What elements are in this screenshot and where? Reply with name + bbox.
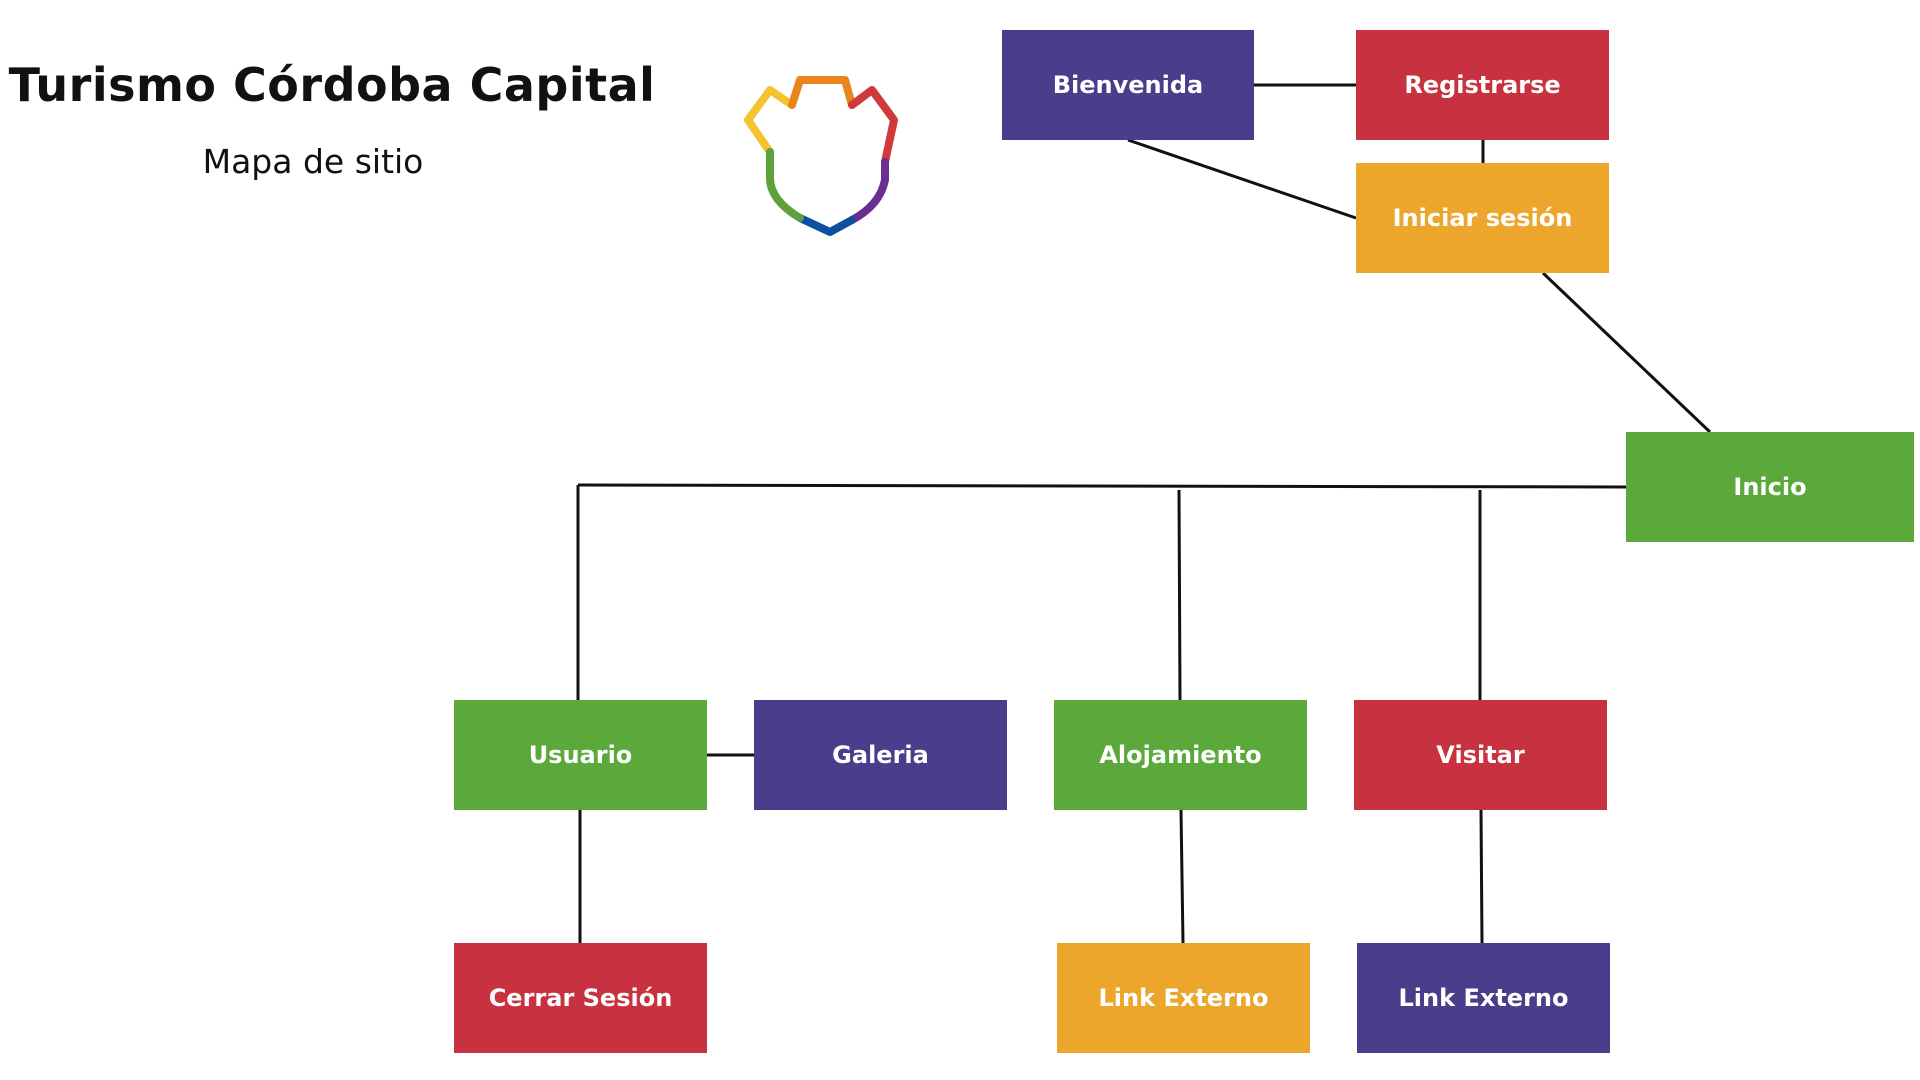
node-registrarse[interactable]: Registrarse: [1356, 30, 1609, 140]
shield-logo-segment: [744, 86, 796, 156]
page-subtitle: Mapa de sitio: [202, 142, 424, 181]
node-iniciar-sesion[interactable]: Iniciar sesión: [1356, 163, 1609, 273]
node-galeria[interactable]: Galeria: [754, 700, 1007, 810]
shield-logo-segment: [796, 214, 856, 236]
node-inicio[interactable]: Inicio: [1626, 432, 1914, 542]
node-alojamiento[interactable]: Alojamiento: [1054, 700, 1307, 810]
page-title: Turismo Córdoba Capital: [8, 58, 656, 112]
node-link-externo-visitar[interactable]: Link Externo: [1357, 943, 1610, 1053]
node-cerrar-sesion[interactable]: Cerrar Sesión: [454, 943, 707, 1053]
connector-alojamiento-link-externo: [1179, 809, 1185, 944]
connector-iniciar-sesion-inicio: [1541, 271, 1712, 434]
shield-logo-segment: [848, 86, 898, 166]
node-visitar[interactable]: Visitar: [1354, 700, 1607, 810]
connector-bus-alojamiento: [1177, 489, 1182, 701]
connector-inicio-bus: [577, 483, 1627, 489]
node-link-externo-alojamiento[interactable]: Link Externo: [1057, 943, 1310, 1053]
shield-logo-icon: [744, 76, 898, 236]
connector-visitar-link-externo: [1479, 809, 1484, 944]
shield-logo-segment: [788, 76, 856, 109]
node-usuario[interactable]: Usuario: [454, 700, 707, 810]
shield-logo-segment: [766, 148, 804, 222]
shield-logo-segment: [848, 158, 889, 224]
node-bienvenida[interactable]: Bienvenida: [1002, 30, 1254, 140]
connector-bienvenida-iniciar-sesion: [1127, 138, 1357, 220]
